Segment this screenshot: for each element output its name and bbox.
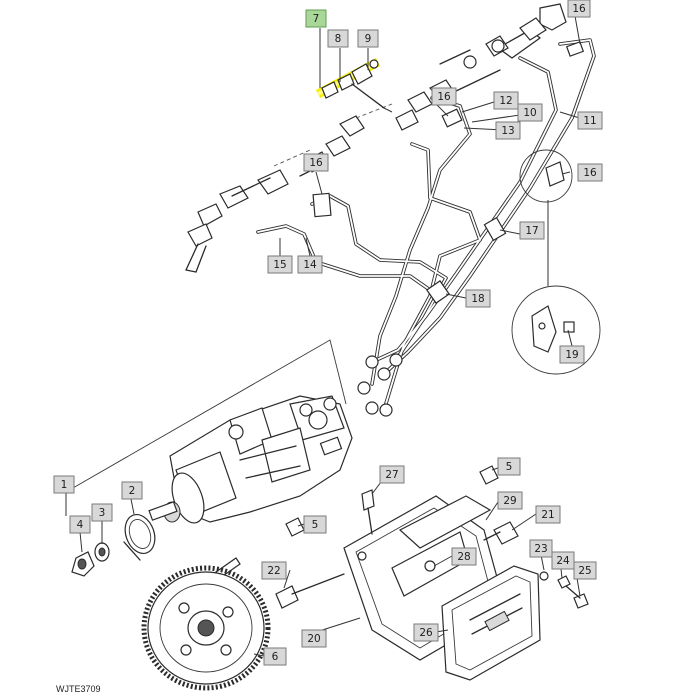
callout-13[interactable]: 13 (495, 121, 521, 140)
callout-2-label: 2 (129, 485, 136, 497)
callout-6[interactable]: 6 (263, 647, 287, 666)
detail-view-19 (511, 200, 601, 375)
callout-24[interactable]: 24 (551, 551, 575, 570)
injector-1[interactable] (439, 3, 567, 69)
callout-10-label: 10 (523, 107, 536, 119)
callout-6-label: 6 (272, 651, 279, 663)
callout-12[interactable]: 12 (493, 91, 519, 110)
callout-4[interactable]: 4 (69, 515, 91, 534)
callout-28-label: 28 (457, 551, 470, 563)
callout-2[interactable]: 2 (121, 481, 143, 500)
injector-4[interactable] (185, 169, 289, 273)
callout-4-label: 4 (77, 519, 84, 531)
callout-16-right[interactable]: 16 (577, 163, 603, 182)
callout-8[interactable]: 8 (327, 29, 349, 48)
callout-26[interactable]: 26 (413, 623, 439, 642)
callout-9-label: 9 (365, 33, 372, 45)
callout-17-label: 17 (525, 225, 538, 237)
callout-3[interactable]: 3 (91, 503, 113, 522)
part-7-highlight[interactable] (315, 58, 393, 113)
callout-26-label: 26 (419, 627, 433, 639)
callout-3-label: 3 (99, 507, 106, 519)
callout-12-label: 12 (499, 95, 512, 107)
pump-mounting-hardware[interactable] (71, 493, 160, 577)
callout-15-label: 15 (273, 259, 286, 271)
callout-13-label: 13 (501, 125, 514, 137)
callout-16-top-label: 16 (572, 3, 586, 15)
callout-21[interactable]: 21 (535, 505, 561, 524)
clamps (312, 41, 585, 304)
callout-1-label: 1 (61, 479, 68, 491)
callout-11[interactable]: 11 (577, 111, 603, 130)
callout-24-label: 24 (556, 555, 570, 567)
bracket-fasteners (275, 465, 589, 609)
pump-drive-gear[interactable] (141, 565, 271, 691)
callout-16-mid[interactable]: 16 (431, 87, 457, 106)
callout-16-right-label: 16 (583, 167, 597, 179)
callout-18-label: 18 (471, 293, 484, 305)
callout-27-label: 27 (385, 469, 398, 481)
pipe-nuts (357, 353, 403, 417)
callout-5-right-label: 5 (506, 461, 513, 473)
callout-20[interactable]: 20 (301, 629, 327, 648)
callout-14[interactable]: 14 (297, 255, 323, 274)
callout-29[interactable]: 29 (497, 491, 523, 510)
callout-28[interactable]: 28 (451, 547, 477, 566)
callout-16-left-label: 16 (309, 157, 323, 169)
callout-22[interactable]: 22 (261, 561, 287, 580)
callout-5-right[interactable]: 5 (497, 457, 521, 476)
callout-14-label: 14 (303, 259, 317, 271)
callout-7-label: 7 (313, 13, 320, 25)
callout-19[interactable]: 19 (559, 345, 585, 364)
callout-19-label: 19 (565, 349, 578, 361)
callout-8-label: 8 (335, 33, 342, 45)
callout-29-label: 29 (503, 495, 516, 507)
callout-tags: 7 8 9 16 16 12 10 11 13 16 16 17 15 14 1… (53, 0, 603, 666)
callout-10[interactable]: 10 (517, 103, 543, 122)
callout-16-top[interactable]: 16 (567, 0, 591, 18)
leader-lines (279, 15, 587, 633)
callout-7[interactable]: 7 (305, 9, 327, 28)
injection-pump[interactable] (148, 395, 353, 527)
callout-5-left-label: 5 (312, 519, 319, 531)
callout-16-left[interactable]: 16 (303, 153, 329, 172)
pump-group-lines (65, 339, 347, 516)
callout-11-label: 11 (583, 115, 596, 127)
callout-25-label: 25 (578, 565, 591, 577)
callout-25[interactable]: 25 (573, 561, 597, 580)
callout-23-label: 23 (534, 543, 547, 555)
ecu-module[interactable] (441, 565, 541, 681)
callout-1[interactable]: 1 (53, 475, 75, 494)
callout-9[interactable]: 9 (357, 29, 379, 48)
callout-17[interactable]: 17 (519, 221, 545, 240)
figure-code: WJTE3709 (56, 684, 101, 694)
callout-27[interactable]: 27 (379, 465, 405, 484)
callout-15[interactable]: 15 (267, 255, 293, 274)
callout-21-label: 21 (541, 509, 554, 521)
callout-22-label: 22 (267, 565, 280, 577)
callout-16-mid-label: 16 (437, 91, 451, 103)
callout-18[interactable]: 18 (465, 289, 491, 308)
callout-20-label: 20 (307, 633, 320, 645)
callout-23[interactable]: 23 (529, 539, 553, 558)
callout-5-left[interactable]: 5 (303, 515, 327, 534)
